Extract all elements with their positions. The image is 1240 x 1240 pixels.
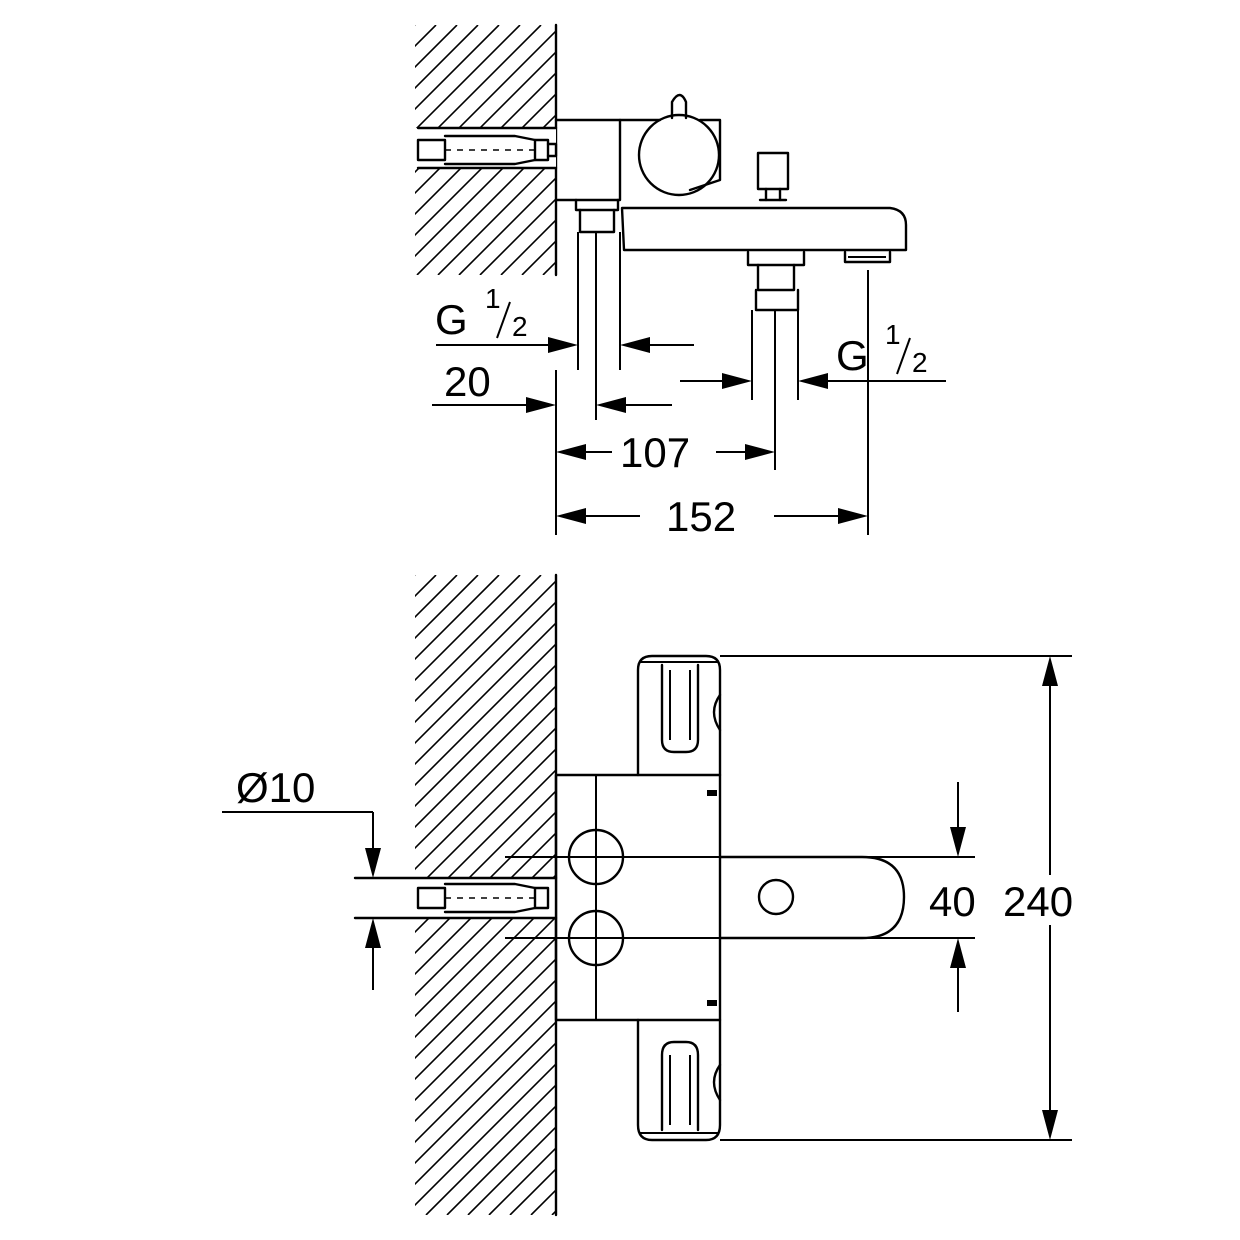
dim-20-label: 20 <box>444 358 491 405</box>
thread-right-numerator: 1 <box>885 319 901 350</box>
hatch-line <box>951 575 1240 1215</box>
top-handle <box>636 654 722 777</box>
hatch-line <box>741 575 1240 1215</box>
hatch-line <box>551 1209 556 1215</box>
thread-left-numerator: 1 <box>485 283 501 314</box>
dim-107: 107 <box>556 429 775 476</box>
hatch-line <box>627 25 877 275</box>
hatch-line <box>530 1188 556 1215</box>
front-view: Ø10 40 240 <box>222 573 1240 1217</box>
mixer-body-side <box>554 93 908 312</box>
dim-240-label: 240 <box>1003 878 1073 925</box>
thread-dim-left: G 1 2 <box>435 283 694 353</box>
hatch-line <box>1182 575 1240 1215</box>
hatch-line <box>415 999 556 1144</box>
hatch-line <box>1098 575 1240 1215</box>
hatch-line <box>415 25 416 27</box>
hatch-line <box>648 25 898 275</box>
hatch-line <box>415 747 556 892</box>
hatch-line <box>415 575 458 619</box>
hatch-line <box>1140 575 1240 1215</box>
mixer-body-front <box>505 773 975 1022</box>
hatch-line <box>690 25 940 275</box>
thread-right-denominator: 2 <box>912 347 928 378</box>
wall-anchor-bottom <box>353 876 558 920</box>
hatch-line <box>720 575 1240 1215</box>
hatch-line <box>415 726 556 871</box>
hatch-line <box>732 25 982 275</box>
hatch-line <box>415 25 500 111</box>
hatch-line <box>795 25 1045 275</box>
hatch-line <box>415 575 479 640</box>
hatch-line <box>415 25 458 69</box>
hatch-line <box>762 575 1240 1215</box>
hatch-line <box>415 1041 556 1186</box>
thread-right-prefix: G <box>836 332 869 379</box>
dim-40: 40 <box>929 782 976 1012</box>
hatch-line <box>1119 575 1240 1215</box>
hatch-line <box>415 915 556 1060</box>
hatch-line <box>1077 575 1240 1215</box>
hatch-line <box>615 575 1240 1215</box>
wall-anchor-top <box>416 126 558 170</box>
dim-240: 240 <box>720 655 1073 1141</box>
hatch-line <box>753 25 1003 275</box>
hatch-line <box>415 575 542 703</box>
hatch-line <box>669 25 919 275</box>
hatch-line <box>446 1104 556 1215</box>
hatch-line <box>930 575 1240 1215</box>
thread-left-prefix: G <box>435 296 468 343</box>
dim-20: 20 <box>432 358 672 413</box>
hatch-line <box>415 25 479 90</box>
dim-40-label: 40 <box>929 878 976 925</box>
hatch-line <box>415 1062 556 1207</box>
hatch-line <box>458 176 556 275</box>
hatch-line <box>415 600 556 745</box>
hatch-line <box>500 218 556 275</box>
thread-dim-right: G 1 2 <box>680 319 946 389</box>
bottom-handle <box>636 1018 722 1142</box>
hatch-line <box>1161 575 1240 1215</box>
hatch-line <box>437 155 556 275</box>
hatch-line <box>711 25 961 275</box>
hatch-line <box>774 25 1024 275</box>
hatch-line <box>564 25 814 275</box>
hatch-line <box>606 25 856 275</box>
dim-107-label: 107 <box>620 429 690 476</box>
hatch-line <box>542 260 556 275</box>
hatch-line <box>415 978 556 1123</box>
dim-diameter-label: Ø10 <box>236 764 315 811</box>
hatch-line <box>425 1083 556 1215</box>
hatch-line <box>415 1020 556 1165</box>
hatch-line <box>415 642 556 787</box>
hatch-line <box>415 621 556 766</box>
hatch-line <box>415 575 416 577</box>
hatch-line <box>415 25 437 48</box>
wall-hatch-top <box>415 25 1045 275</box>
thread-left-denominator: 2 <box>512 311 528 342</box>
hatch-line <box>415 575 437 598</box>
hatch-line <box>415 579 556 724</box>
dim-152-label: 152 <box>666 493 736 540</box>
hatch-line <box>415 705 556 850</box>
dim-diameter: Ø10 <box>222 764 381 990</box>
hatch-line <box>415 936 556 1081</box>
hatch-line <box>521 239 556 275</box>
hatch-line <box>415 663 556 808</box>
dim-152: 152 <box>556 493 868 540</box>
hatch-line <box>479 197 556 275</box>
hatch-line <box>415 684 556 829</box>
hatch-line <box>415 25 521 132</box>
side-view: G 1 2 G 1 2 20 <box>415 23 1045 540</box>
hatch-line <box>1056 575 1240 1215</box>
extension-lines-top <box>555 232 869 535</box>
hatch-line <box>415 957 556 1102</box>
